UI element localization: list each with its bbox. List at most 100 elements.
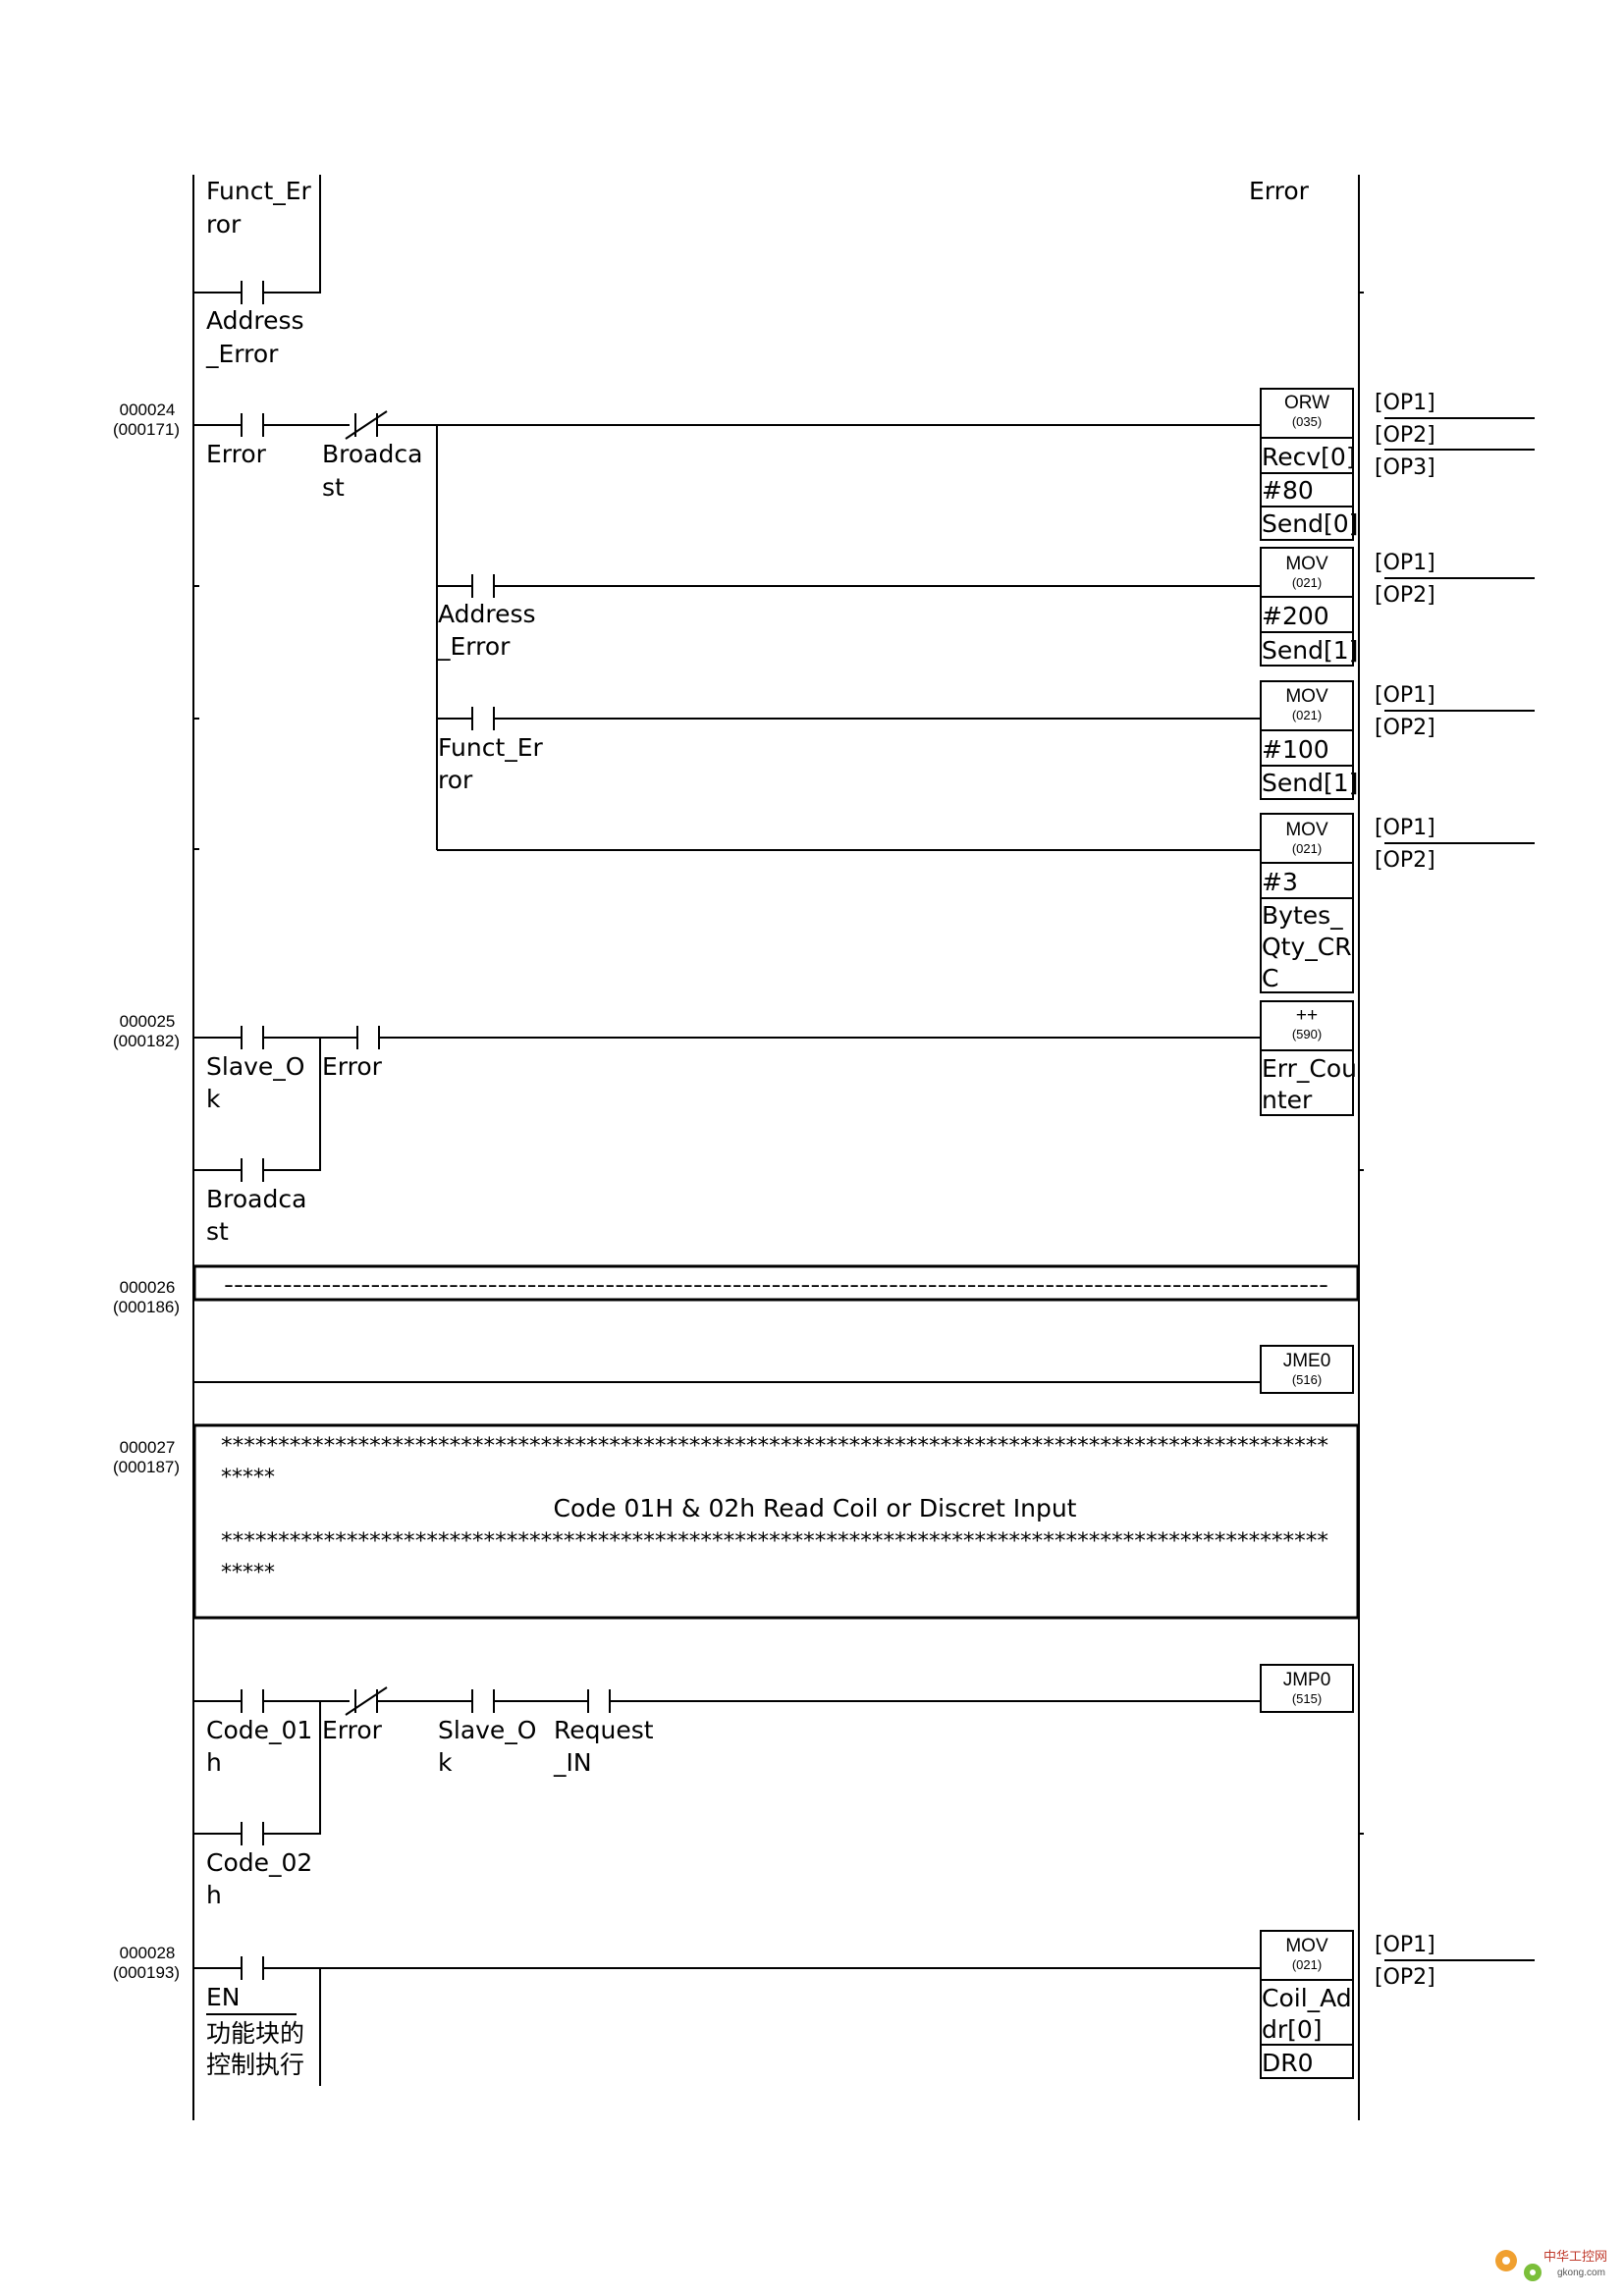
- contact-label: h: [206, 1748, 222, 1777]
- contact-label: Code_01: [206, 1716, 312, 1744]
- rung-step: (000186): [113, 1298, 180, 1316]
- operand: C: [1262, 964, 1278, 992]
- op-label: [OP1]: [1375, 816, 1435, 840]
- comment-stars: ****************************************…: [221, 1434, 1328, 1459]
- jme0-block: JME0 (516): [1260, 1345, 1354, 1394]
- no-contact-icon: [471, 1689, 495, 1713]
- block-code: (021): [1292, 575, 1322, 590]
- block-name: JMP0: [1283, 1670, 1331, 1690]
- no-contact-icon: [241, 1158, 264, 1182]
- contact-label: Address: [438, 600, 536, 628]
- contact-label: Slave_O: [438, 1716, 537, 1744]
- block-code: (021): [1292, 1957, 1322, 1972]
- op-label: [OP1]: [1375, 1933, 1435, 1957]
- block-code: (021): [1292, 841, 1322, 856]
- contact-label: Error: [322, 1716, 383, 1744]
- operand: DR0: [1262, 2049, 1314, 2077]
- rung-000026: 000026 (000186) ------------------------…: [113, 1264, 1360, 1394]
- operand: Qty_CR: [1262, 933, 1352, 961]
- coil-label: Error: [1249, 177, 1310, 205]
- op-label: [OP2]: [1375, 583, 1435, 608]
- rung-number: 000026: [120, 1278, 176, 1297]
- contact-label: k: [206, 1085, 221, 1113]
- watermark-site: gkong.com: [1557, 2268, 1605, 2278]
- orw-block: ORW (035) Recv[0] #80 Send[0] [OP1] [OP2…: [1260, 388, 1535, 541]
- operand: nter: [1262, 1086, 1313, 1114]
- operand: #100: [1262, 735, 1329, 764]
- no-contact-icon: [241, 1822, 264, 1845]
- no-contact-icon: [471, 574, 495, 598]
- block-name: ++: [1296, 1005, 1318, 1026]
- contact-label: st: [206, 1217, 229, 1246]
- comment-dashes: ----------------------------------------…: [224, 1273, 1328, 1298]
- gear-icon: [1495, 2250, 1542, 2281]
- no-contact-icon: [241, 1026, 264, 1049]
- op-label: [OP2]: [1375, 1965, 1435, 1990]
- operand: #3: [1262, 868, 1298, 896]
- watermark-brand: 中华工控网: [1543, 2249, 1607, 2264]
- no-contact-icon: [241, 1956, 264, 1980]
- rung-number: 000025: [120, 1012, 176, 1031]
- comment-box: [192, 1423, 1360, 1620]
- comment-stars: ****************************************…: [221, 1529, 1328, 1554]
- contact-label: Funct_Er: [206, 177, 312, 205]
- mov-block-100: MOV (021) #100 Send[1] [OP1] [OP2]: [1260, 680, 1535, 800]
- operand: Bytes_: [1262, 901, 1343, 930]
- watermark-logo: 中华工控网 gkong.com: [1495, 2249, 1607, 2281]
- operand: Send[1]: [1262, 769, 1358, 797]
- operand: Recv[0]: [1262, 443, 1356, 471]
- comment-stars: *****: [221, 1466, 275, 1490]
- rung-000027: 000027 (000187) ************************…: [113, 1423, 1360, 1909]
- block-name: MOV: [1285, 554, 1328, 574]
- no-contact-icon: [471, 707, 495, 730]
- rung-number: 000028: [120, 1944, 176, 1962]
- op-label: [OP2]: [1375, 848, 1435, 873]
- rung-step: (000182): [113, 1032, 180, 1050]
- contact-label: Request: [554, 1716, 654, 1744]
- no-contact-icon: [241, 1689, 264, 1713]
- operand: dr[0]: [1262, 2015, 1323, 2044]
- rung-number: 000027: [120, 1438, 176, 1457]
- contact-label: h: [206, 1881, 222, 1909]
- contact-label: _Error: [437, 632, 511, 661]
- no-contact-icon: [356, 1026, 380, 1049]
- operand: #200: [1262, 602, 1329, 630]
- comment-title: Code 01H & 02h Read Coil or Discret Inpu…: [554, 1494, 1077, 1522]
- no-contact-icon: [241, 281, 264, 304]
- contact-label: Error: [322, 1052, 383, 1081]
- contact-label: k: [438, 1748, 453, 1777]
- rung-step: (000187): [113, 1458, 180, 1476]
- op-label: [OP1]: [1375, 551, 1435, 575]
- rung-000028: 000028 (000193) EN 功能块的 控制执行 MOV (021) C…: [113, 1930, 1535, 2086]
- mov-block-coil-addr: MOV (021) Coil_Ad dr[0] DR0 [OP1] [OP2]: [1260, 1930, 1535, 2079]
- contact-label: ror: [438, 766, 473, 794]
- op-label: [OP1]: [1375, 391, 1435, 415]
- jmp0-block: JMP0 (515): [1260, 1664, 1354, 1713]
- op-label: [OP2]: [1375, 423, 1435, 448]
- contact-label: Broadca: [206, 1185, 306, 1213]
- block-name: JME0: [1283, 1351, 1331, 1371]
- block-name: MOV: [1285, 820, 1328, 840]
- contact-label: _Error: [205, 340, 279, 368]
- rung-step: (000193): [113, 1963, 180, 1982]
- block-name: ORW: [1284, 393, 1329, 413]
- rung-000025: 000025 (000182) Slave_O k Error Broadca …: [113, 1000, 1357, 1246]
- op-label: [OP1]: [1375, 683, 1435, 708]
- contact-label: _IN: [553, 1748, 592, 1777]
- contact-label: Address: [206, 306, 304, 335]
- contact-label: EN: [206, 1983, 241, 2011]
- contact-label: Slave_O: [206, 1052, 305, 1081]
- operand: Send[0]: [1262, 509, 1358, 538]
- block-code: (516): [1292, 1372, 1322, 1387]
- operand: Err_Cou: [1262, 1054, 1357, 1083]
- contact-label: Code_02: [206, 1848, 312, 1877]
- block-code: (035): [1292, 414, 1322, 429]
- contact-label: Funct_Er: [438, 733, 544, 762]
- block-code: (515): [1292, 1691, 1322, 1706]
- op-label: [OP3]: [1375, 455, 1435, 480]
- operand: Send[1]: [1262, 636, 1358, 665]
- op-label: [OP2]: [1375, 716, 1435, 740]
- fb-note: 控制执行: [206, 2051, 304, 2079]
- no-contact-icon: [587, 1689, 611, 1713]
